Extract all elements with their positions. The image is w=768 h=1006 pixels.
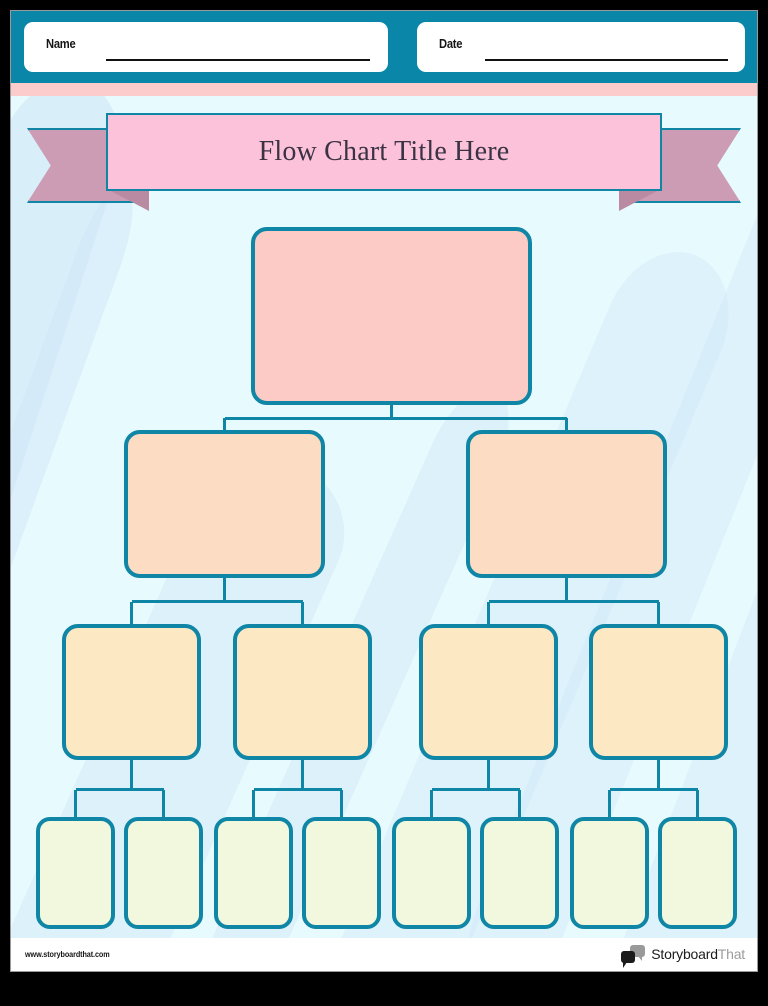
flow-node-n1[interactable] — [251, 227, 532, 405]
connector-line — [130, 760, 133, 790]
connector-line — [696, 789, 699, 817]
connector-line — [565, 418, 568, 430]
connector-line — [340, 789, 343, 817]
worksheet-sheet: Name Date Fl — [10, 10, 758, 972]
date-label: Date — [439, 36, 463, 51]
connector-line — [301, 601, 304, 624]
footer-url[interactable]: www.storyboardthat.com — [25, 949, 110, 959]
connector-line — [431, 788, 520, 792]
flow-node-n2[interactable] — [124, 430, 325, 578]
connector-line — [657, 601, 660, 624]
flow-node-n15[interactable] — [658, 817, 737, 929]
flow-node-n10[interactable] — [214, 817, 293, 929]
flow-node-n11[interactable] — [302, 817, 381, 929]
name-label: Name — [46, 36, 76, 51]
flow-node-n14[interactable] — [570, 817, 649, 929]
connector-line — [487, 601, 490, 624]
connector-line — [223, 418, 226, 430]
date-write-line[interactable] — [485, 59, 728, 61]
header-accent-strip — [11, 83, 757, 96]
flow-node-n6[interactable] — [419, 624, 558, 760]
connector-line — [488, 600, 659, 604]
worksheet-canvas: Flow Chart Title Here — [11, 96, 757, 940]
connector-line — [223, 578, 226, 602]
connector-line — [130, 601, 133, 624]
flow-node-n5[interactable] — [233, 624, 372, 760]
flow-chart — [11, 96, 757, 940]
flow-node-n3[interactable] — [466, 430, 667, 578]
date-field[interactable]: Date — [417, 22, 745, 72]
connector-line — [131, 600, 303, 604]
worksheet-header: Name Date — [11, 11, 757, 83]
connector-line — [487, 760, 490, 790]
connector-line — [565, 578, 568, 602]
brand-secondary: That — [717, 946, 745, 962]
connector-line — [518, 789, 521, 817]
flow-node-n12[interactable] — [392, 817, 471, 929]
worksheet-footer: www.storyboardthat.com StoryboardThat — [11, 938, 757, 971]
connector-line — [162, 789, 165, 817]
connector-line — [253, 788, 342, 792]
speech-bubbles-icon — [621, 944, 646, 968]
page-title: Flow Chart Title Here — [258, 136, 510, 167]
connector-line — [609, 788, 698, 792]
name-field[interactable]: Name — [24, 22, 388, 72]
connector-line — [608, 789, 611, 817]
connector-line — [390, 405, 393, 418]
connector-line — [75, 788, 164, 792]
brand-wordmark: StoryboardThat — [651, 946, 745, 962]
connector-line — [252, 789, 255, 817]
connector-line — [430, 789, 433, 817]
brand-primary: Storyboard — [651, 946, 718, 962]
flow-node-n9[interactable] — [124, 817, 203, 929]
name-write-line[interactable] — [106, 59, 370, 61]
connector-line — [657, 760, 660, 790]
flow-node-n13[interactable] — [480, 817, 559, 929]
connector-line — [224, 416, 567, 420]
flow-node-n7[interactable] — [589, 624, 728, 760]
connector-line — [74, 789, 77, 817]
flow-node-n8[interactable] — [36, 817, 115, 929]
storyboardthat-logo[interactable]: StoryboardThat — [621, 944, 745, 968]
flow-node-n4[interactable] — [62, 624, 201, 760]
title-banner: Flow Chart Title Here — [27, 113, 741, 211]
banner-body[interactable]: Flow Chart Title Here — [106, 113, 662, 191]
connector-line — [301, 760, 304, 790]
